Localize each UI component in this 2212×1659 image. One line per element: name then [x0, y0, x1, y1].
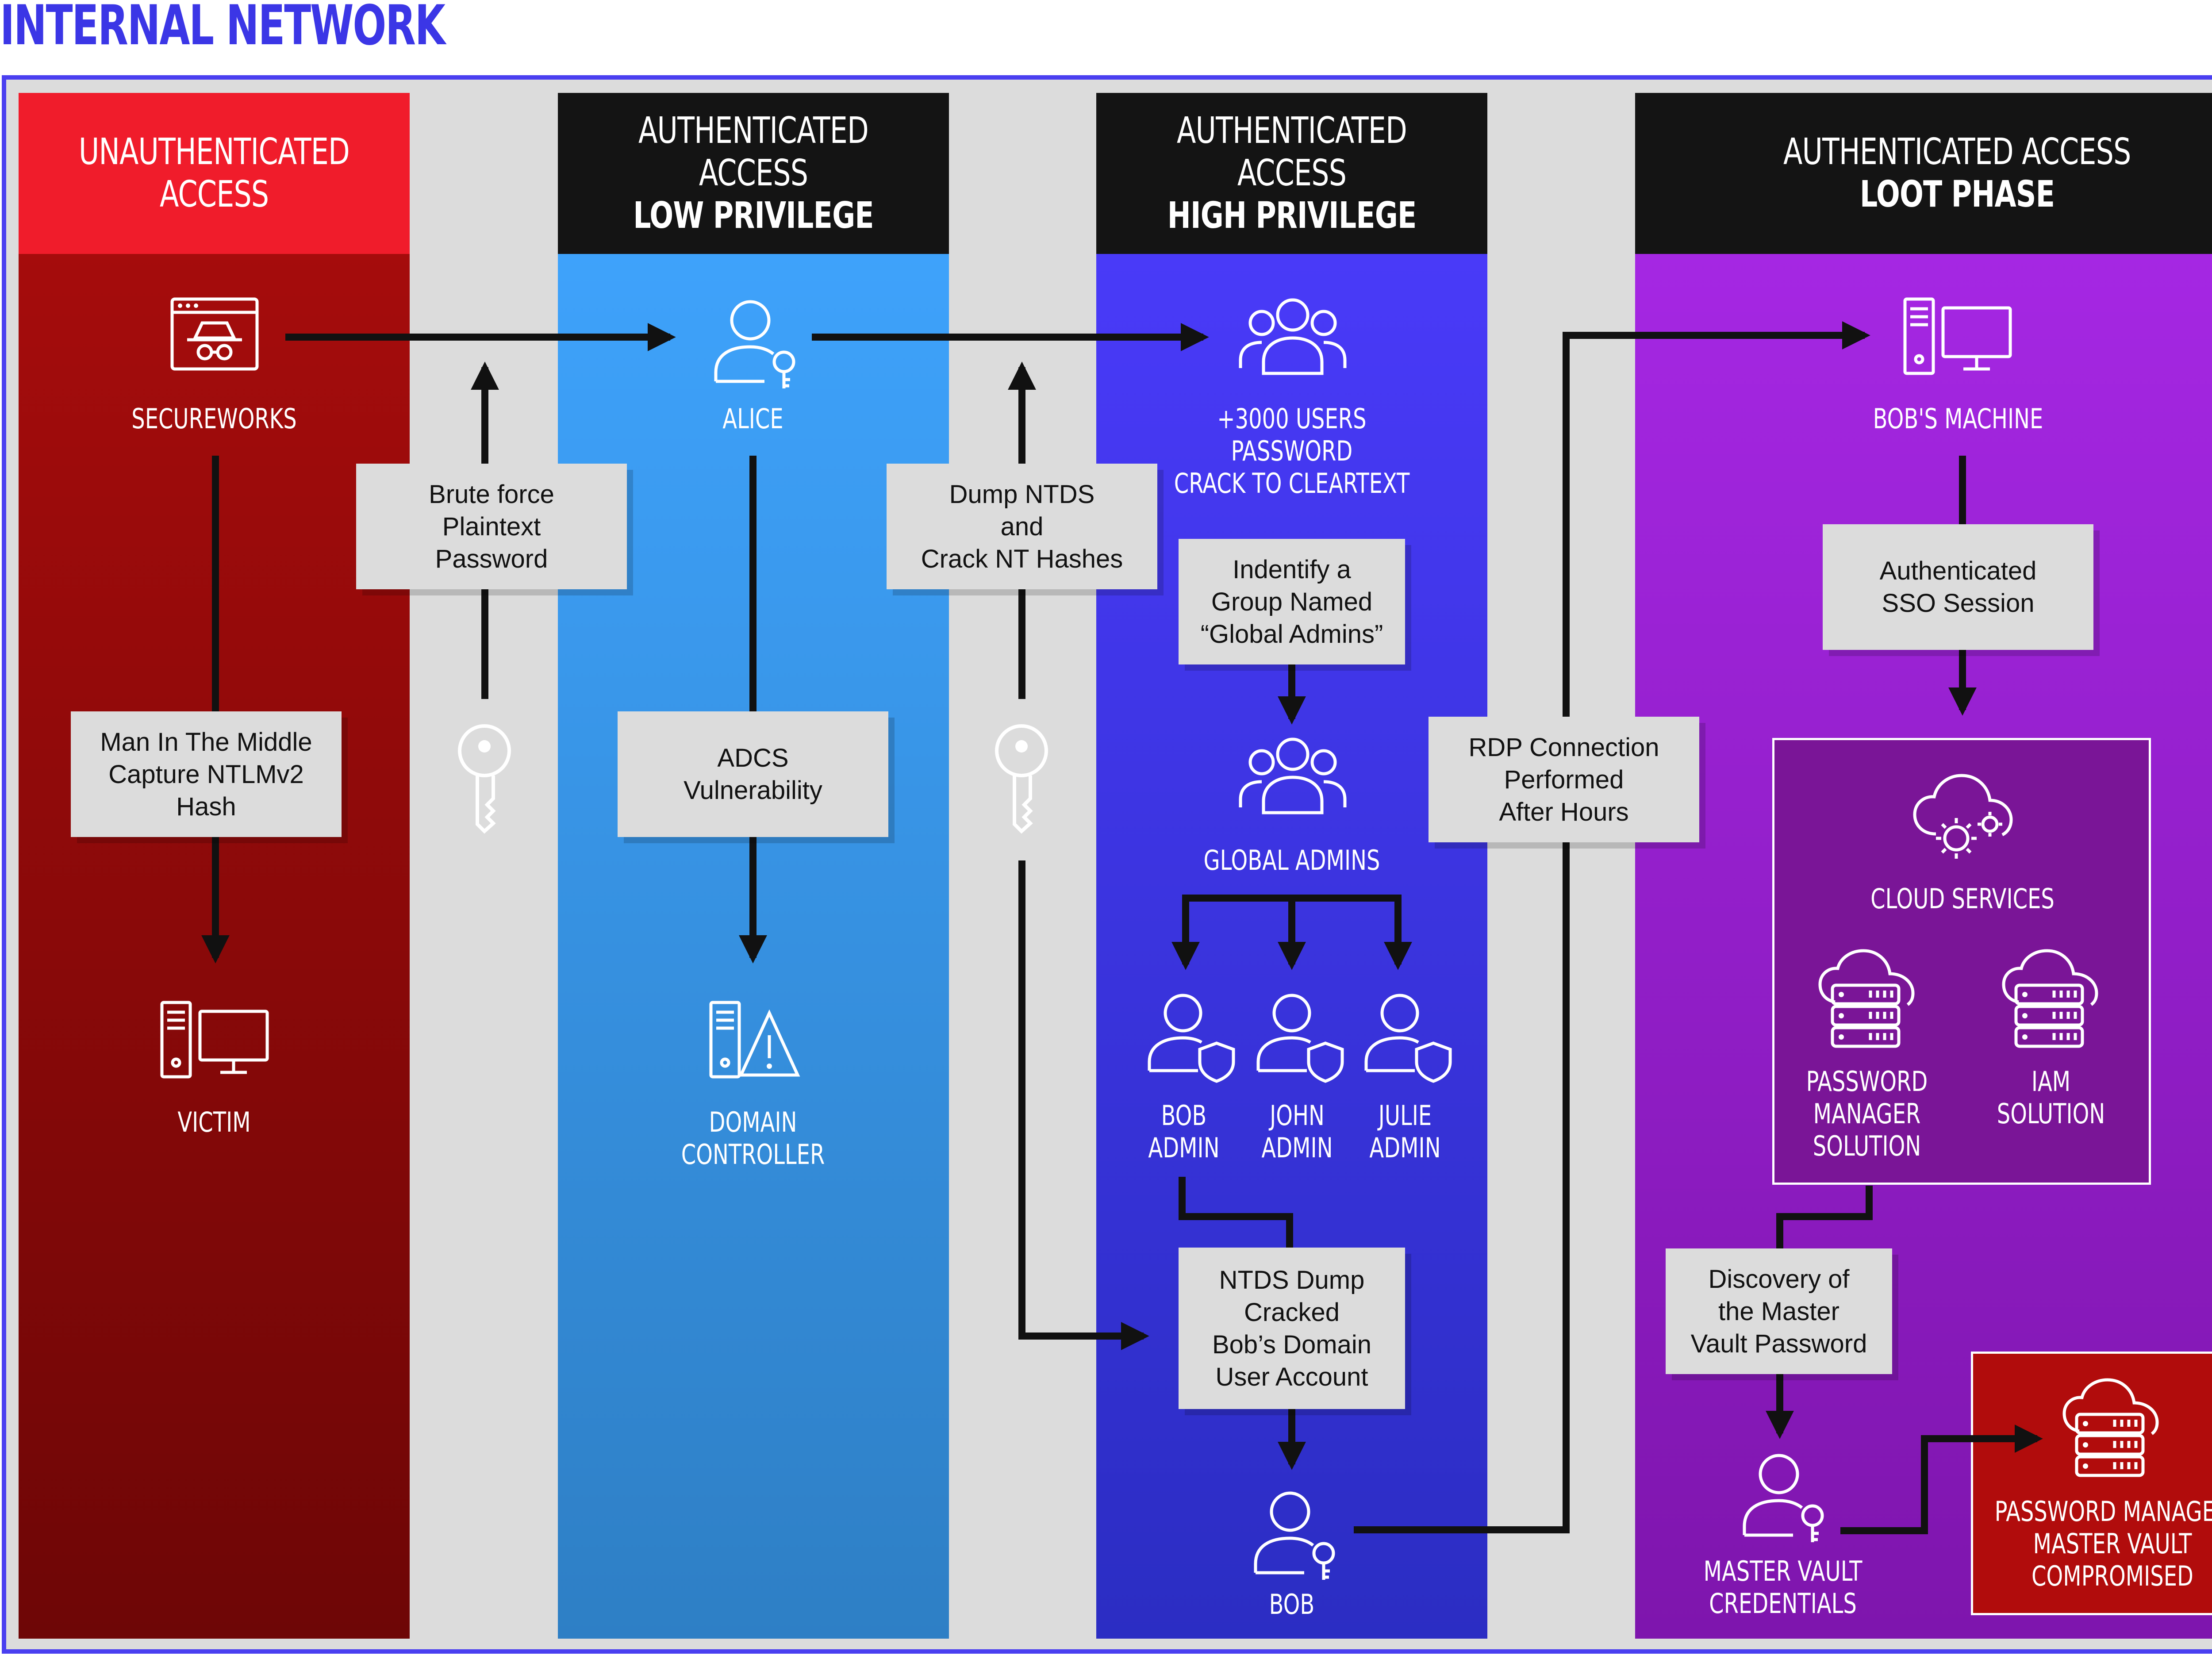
- label-line: PASSWORD: [1231, 435, 1353, 467]
- label-line: MANAGER: [1813, 1098, 1921, 1130]
- label-line: ADMIN: [1369, 1132, 1441, 1164]
- label-line: SOLUTION: [1813, 1130, 1921, 1162]
- spy-browser-icon: [170, 297, 259, 371]
- step-sso: Authenticated SSO Session: [1823, 524, 2093, 650]
- user-group-icon: [1239, 298, 1347, 375]
- label-secureworks: SECUREWORKS: [131, 403, 297, 435]
- column-header-line2: ACCESS: [159, 173, 269, 215]
- page-title: INTERNAL NETWORK: [0, 0, 445, 58]
- label-global-admins: GLOBAL ADMINS: [1203, 844, 1380, 876]
- cloud-server-icon: [2062, 1378, 2159, 1477]
- cloud-server-icon: [1818, 949, 1915, 1048]
- server-warning-icon: [709, 1001, 800, 1079]
- step-discovery: Discovery of the Master Vault Password: [1666, 1248, 1892, 1374]
- step-dump-ntds: Dump NTDS and Crack NT Hashes: [887, 464, 1157, 589]
- user-shield-icon: [1148, 994, 1235, 1083]
- column-header: UNAUTHENTICATED ACCESS: [19, 93, 410, 254]
- label-line: COMPROMISED: [2032, 1560, 2193, 1592]
- user-key-icon: [1743, 1454, 1824, 1542]
- step-dump-ntds-text: Dump NTDS and Crack NT Hashes: [921, 480, 1123, 573]
- label-line: BOB: [1161, 1099, 1207, 1132]
- column-header-line1: AUTHENTICATED ACCESS: [638, 110, 869, 194]
- user-shield-icon: [1364, 994, 1452, 1083]
- step-brute-force-text: Brute force Plaintext Password: [429, 480, 554, 573]
- step-identify-group-text: Indentify a Group Named “Global Admins”: [1200, 555, 1383, 649]
- label-line: MASTER VAULT: [2033, 1528, 2192, 1560]
- column-body: [558, 254, 949, 1639]
- user-shield-icon: [1256, 994, 1344, 1083]
- cloud-server-icon: [2002, 949, 2098, 1048]
- step-rdp: RDP Connection Performed After Hours: [1429, 717, 1699, 842]
- label-line: MASTER VAULT: [1703, 1555, 1863, 1587]
- user-group-icon: [1239, 737, 1347, 814]
- label-line: PASSWORD MANAGER: [1994, 1495, 2212, 1528]
- label-bob: BOB: [1269, 1588, 1315, 1621]
- label-line: ADMIN: [1148, 1132, 1220, 1164]
- step-ntds-cracked-text: NTDS Dump Cracked Bob’s Domain User Acco…: [1212, 1265, 1371, 1391]
- user-key-icon: [1254, 1491, 1335, 1580]
- step-sso-text: Authenticated SSO Session: [1879, 557, 2037, 618]
- label-master-vault: MASTER VAULT CREDENTIALS: [1704, 1555, 1863, 1620]
- label-password-manager: PASSWORD MANAGER SOLUTION: [1806, 1065, 1928, 1162]
- step-rdp-text: RDP Connection Performed After Hours: [1468, 733, 1659, 826]
- label-users: +3000 USERS PASSWORD CRACK TO CLEARTEXT: [1174, 403, 1410, 499]
- user-key-icon: [714, 300, 795, 388]
- key-icon: [458, 724, 511, 834]
- column-header-line1: AUTHENTICATED ACCESS: [1176, 110, 1407, 194]
- label-line: ADMIN: [1261, 1132, 1333, 1164]
- label-line: CRACK TO CLEARTEXT: [1174, 467, 1410, 499]
- column-header: AUTHENTICATED ACCESS LOW PRIVILEGE: [558, 93, 949, 254]
- step-adcs-text: ADCS Vulnerability: [684, 744, 822, 805]
- label-line: JULIE: [1378, 1099, 1432, 1132]
- column-header-line2: LOW PRIVILEGE: [633, 195, 874, 237]
- step-discovery-text: Discovery of the Master Vault Password: [1690, 1264, 1867, 1358]
- column-header-line1: UNAUTHENTICATED: [78, 131, 350, 173]
- column-header: AUTHENTICATED ACCESS LOOT PHASE: [1635, 93, 2212, 254]
- column-header: AUTHENTICATED ACCESS HIGH PRIVILEGE: [1096, 93, 1487, 254]
- label-alice: ALICE: [722, 403, 783, 435]
- label-line: SOLUTION: [1997, 1098, 2105, 1130]
- cloud-gear-icon: [1913, 774, 2013, 859]
- step-ntds-cracked: NTDS Dump Cracked Bob’s Domain User Acco…: [1179, 1248, 1405, 1409]
- computer-icon: [1903, 297, 2012, 375]
- label-victim: VICTIM: [177, 1106, 251, 1138]
- column-header-line1: AUTHENTICATED ACCESS: [1783, 131, 2131, 173]
- label-cloud-services: CLOUD SERVICES: [1870, 883, 2055, 915]
- column-body: [19, 254, 410, 1639]
- computer-icon: [160, 1001, 269, 1079]
- label-compromised: PASSWORD MANAGER MASTER VAULT COMPROMISE…: [1995, 1495, 2212, 1592]
- step-adcs: ADCS Vulnerability: [618, 711, 888, 837]
- step-brute-force: Brute force Plaintext Password: [356, 464, 627, 589]
- label-john-admin: JOHN ADMIN: [1261, 1099, 1333, 1164]
- step-mitm: Man In The Middle Capture NTLMv2 Hash: [71, 711, 342, 837]
- label-line: IAM: [2031, 1065, 2071, 1098]
- step-mitm-text: Man In The Middle Capture NTLMv2 Hash: [100, 727, 312, 821]
- label-line: JOHN: [1270, 1099, 1325, 1132]
- column-header-line2: LOOT PHASE: [1859, 173, 2055, 215]
- key-icon: [995, 724, 1048, 834]
- label-line: +3000 USERS: [1217, 403, 1367, 435]
- label-line: DOMAIN: [709, 1106, 797, 1138]
- label-line: PASSWORD: [1806, 1065, 1928, 1098]
- label-bob-admin: BOB ADMIN: [1148, 1099, 1219, 1164]
- label-bobs-machine: BOB'S MACHINE: [1873, 403, 2043, 435]
- label-line: CREDENTIALS: [1709, 1587, 1857, 1620]
- label-domain-controller: DOMAIN CONTROLLER: [681, 1106, 825, 1171]
- column-header-line2: HIGH PRIVILEGE: [1167, 195, 1417, 237]
- step-identify-group: Indentify a Group Named “Global Admins”: [1179, 539, 1405, 664]
- label-julie-admin: JULIE ADMIN: [1369, 1099, 1440, 1164]
- label-iam: IAM SOLUTION: [1997, 1065, 2105, 1130]
- label-line: CONTROLLER: [681, 1138, 825, 1171]
